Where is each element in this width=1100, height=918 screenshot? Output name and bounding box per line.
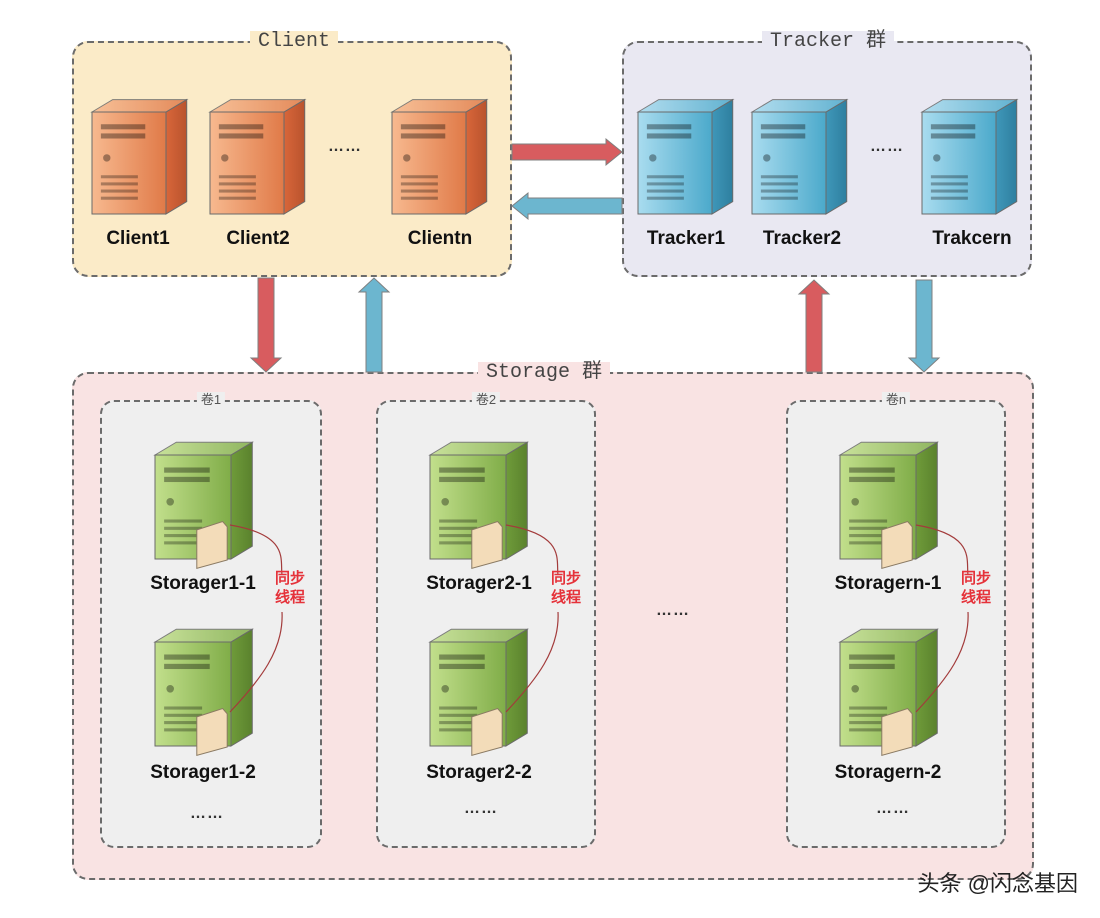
arrow-client-to-tracker [511,137,623,167]
storage-server-icon-5 [838,441,940,570]
storagern-2-label: Storagern-2 [834,762,942,783]
arrow-tracker-to-storage [907,279,941,373]
volume-ellipsis: …… [656,602,690,619]
tracker-server-icon-1 [636,98,735,215]
volume-2-more: …… [464,800,498,817]
sync-line1: 同步 [550,570,581,587]
sync-line1: 同步 [960,570,991,587]
arrow-client-to-storage [249,277,283,373]
arrow-storage-to-tracker [797,279,831,373]
storage-server-icon-3 [428,441,530,570]
storager1-2-label: Storager1-2 [150,762,256,783]
watermark: 头条 @闪念基因 [917,871,1078,896]
sync-thread-label-1: 同步 线程 [272,569,308,607]
sync-curve-top-1 [229,524,283,576]
tracker-group-title: Tracker 群 [762,31,895,53]
storagern-1-label: Storagern-1 [834,573,942,594]
sync-thread-label-n: 同步 线程 [958,569,994,607]
storage-server-icon-6 [838,628,940,757]
sync-curve-bottom-3 [915,611,969,713]
tracker1-label: Tracker1 [646,228,726,249]
sync-line2: 线程 [274,589,305,606]
sync-curve-top-2 [505,524,559,576]
sync-line2: 线程 [550,589,581,606]
volume-2-title: 卷2 [471,392,501,408]
arrow-storage-to-client [357,277,391,373]
volume-2: 卷2 [376,392,596,848]
tracker2-label: Tracker2 [762,228,842,249]
client-server-icon-3 [390,98,489,215]
sync-line2: 线程 [960,589,991,606]
sync-curve-bottom-2 [505,611,559,713]
storage-server-icon-1 [153,441,255,570]
client2-label: Client2 [226,228,290,249]
volume-1-more: …… [190,805,224,822]
sync-thread-label-2: 同步 线程 [548,569,584,607]
storage-server-icon-2 [153,628,255,757]
tracker-ellipsis: …… [870,138,904,155]
sync-curve-top-3 [915,524,969,576]
client-server-icon-1 [90,98,189,215]
client1-label: Client1 [106,228,170,249]
clientn-label: Clientn [407,228,473,249]
trackern-label: Trakcern [932,228,1012,249]
volume-n-more: …… [876,800,910,817]
client-ellipsis: …… [328,138,362,155]
tracker-server-icon-2 [750,98,849,215]
client-group-title: Client [250,31,339,53]
volume-1-title: 卷1 [196,392,226,408]
storager2-2-label: Storager2-2 [426,762,532,783]
sync-curve-bottom-1 [229,611,283,713]
volume-n-title: 卷n [881,392,911,408]
tracker-server-icon-3 [920,98,1019,215]
storage-group-title: Storage 群 [478,362,611,384]
arrow-tracker-to-client [511,191,623,221]
storager2-1-label: Storager2-1 [426,573,532,594]
storager1-1-label: Storager1-1 [150,573,256,594]
storage-server-icon-4 [428,628,530,757]
client-server-icon-2 [208,98,307,215]
sync-line1: 同步 [274,570,305,587]
